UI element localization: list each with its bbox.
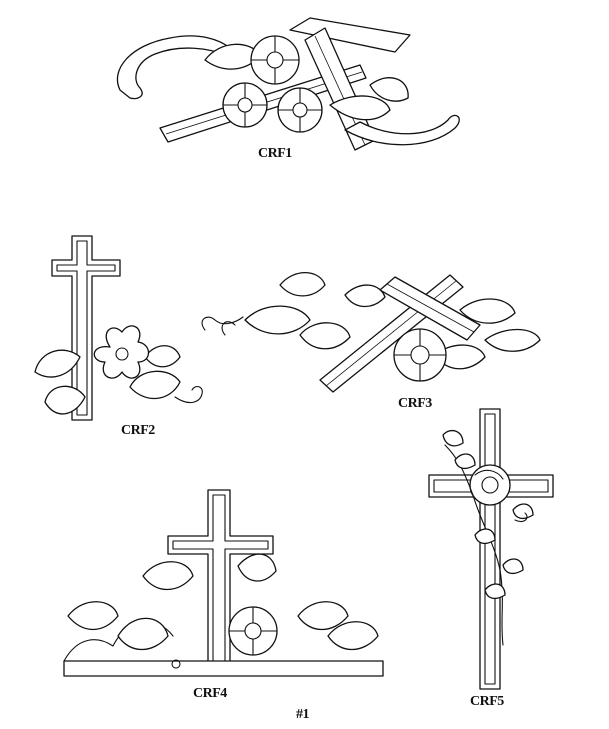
page-number-label: #1 bbox=[296, 707, 310, 722]
design-label-crf1: CRF1 bbox=[258, 146, 292, 161]
crf1-design bbox=[116, 17, 460, 151]
design-label-crf2: CRF2 bbox=[121, 423, 155, 438]
crf3-design bbox=[201, 272, 541, 393]
crf2-design bbox=[34, 235, 203, 421]
design-label-crf5: CRF5 bbox=[470, 694, 504, 709]
crf5-design bbox=[428, 408, 554, 690]
design-label-crf4: CRF4 bbox=[193, 686, 227, 701]
design-label-crf3: CRF3 bbox=[398, 396, 432, 411]
crf4-design bbox=[63, 489, 384, 677]
